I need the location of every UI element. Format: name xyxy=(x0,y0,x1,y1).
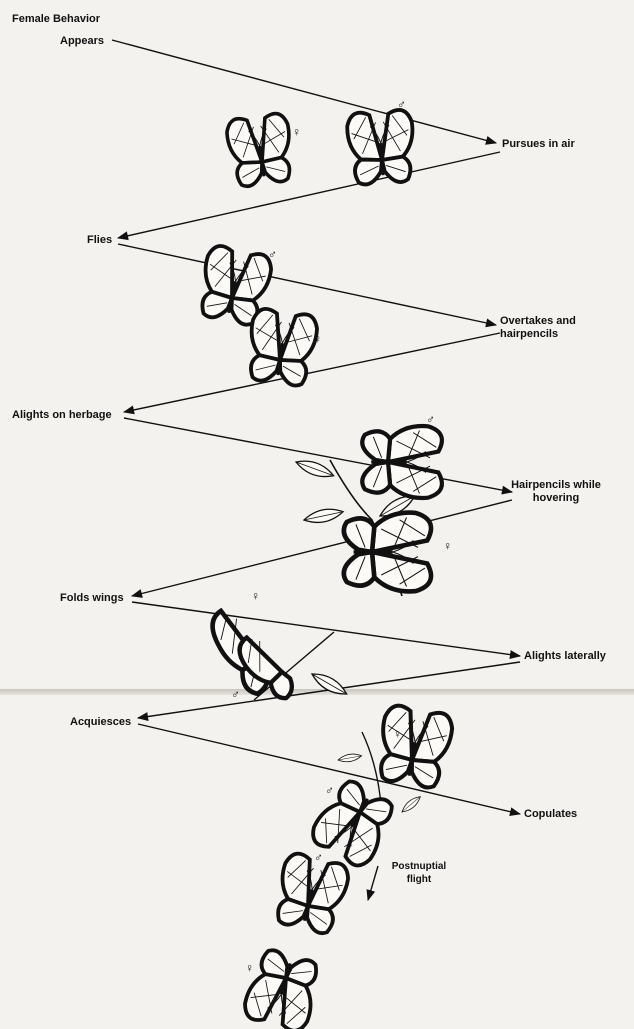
female-symbol: ♀ xyxy=(443,539,452,553)
postnuptial-flight-label: Postnuptial flight xyxy=(391,861,447,885)
male-behavior-overtakes: Overtakes and hairpencils xyxy=(500,315,576,340)
butterfly-female-flies xyxy=(242,305,321,390)
male-symbol: ♂ xyxy=(314,850,323,864)
arrow-flies-to-overtakes xyxy=(117,243,498,328)
female-symbol: ♀ xyxy=(245,961,254,975)
female-symbol: ♀ xyxy=(313,332,322,346)
plant-stem xyxy=(253,631,335,701)
male-behavior-pursues: Pursues in air xyxy=(502,138,575,150)
butterfly-male-lateral xyxy=(237,634,294,701)
male-behavior-hairpencils-hovering: Hairpencils while hovering xyxy=(511,479,601,504)
female-symbol: ♀ xyxy=(251,589,260,603)
butterfly-male-hovering xyxy=(362,426,442,498)
butterfly-female-appears xyxy=(223,110,298,190)
butterfly-female-postnuptial xyxy=(239,944,326,1029)
arrow-hairpencils-to-folds xyxy=(130,499,513,598)
female-behavior-alights-herbage: Alights on herbage xyxy=(12,409,112,421)
male-symbol: ♂ xyxy=(231,687,240,701)
male-symbol: ♂ xyxy=(397,97,406,111)
female-symbol: ♀ xyxy=(292,125,301,139)
diagram-title: Female Behavior xyxy=(12,13,101,25)
butterfly-male-postnuptial xyxy=(268,848,354,939)
female-symbol: ♀ xyxy=(393,727,402,741)
butterfly-female-copulating xyxy=(372,701,457,793)
male-symbol: ♂ xyxy=(325,783,334,797)
arrow-postnuptial xyxy=(366,865,379,902)
copulation-leaf xyxy=(336,751,363,764)
female-behavior-folds-wings: Folds wings xyxy=(60,592,124,604)
arrow-overtakes-to-alights-herbage xyxy=(122,332,501,415)
female-behavior-appears: Appears xyxy=(60,35,105,47)
arrow-herbage-to-hairpencils xyxy=(123,417,514,495)
copulation-leaf-2 xyxy=(399,793,424,816)
arrow-pursues-to-flies xyxy=(116,151,501,241)
arrow-appears-to-pursues xyxy=(111,39,498,145)
male-symbol: ♂ xyxy=(268,247,277,261)
male-behavior-copulates: Copulates xyxy=(524,808,578,820)
arrow-folds-to-alights-laterally xyxy=(131,601,522,660)
butterfly-female-alighted xyxy=(344,513,431,592)
stem-leaf xyxy=(308,668,351,700)
male-symbol: ♂ xyxy=(426,412,435,426)
butterfly-male-pursues xyxy=(344,107,418,188)
arrow-acquiesces-to-copulates xyxy=(137,723,522,817)
male-behavior-alights-laterally: Alights laterally xyxy=(524,650,606,662)
female-behavior-acquiesces: Acquiesces xyxy=(70,716,132,728)
female-behavior-flies: Flies xyxy=(87,234,113,246)
